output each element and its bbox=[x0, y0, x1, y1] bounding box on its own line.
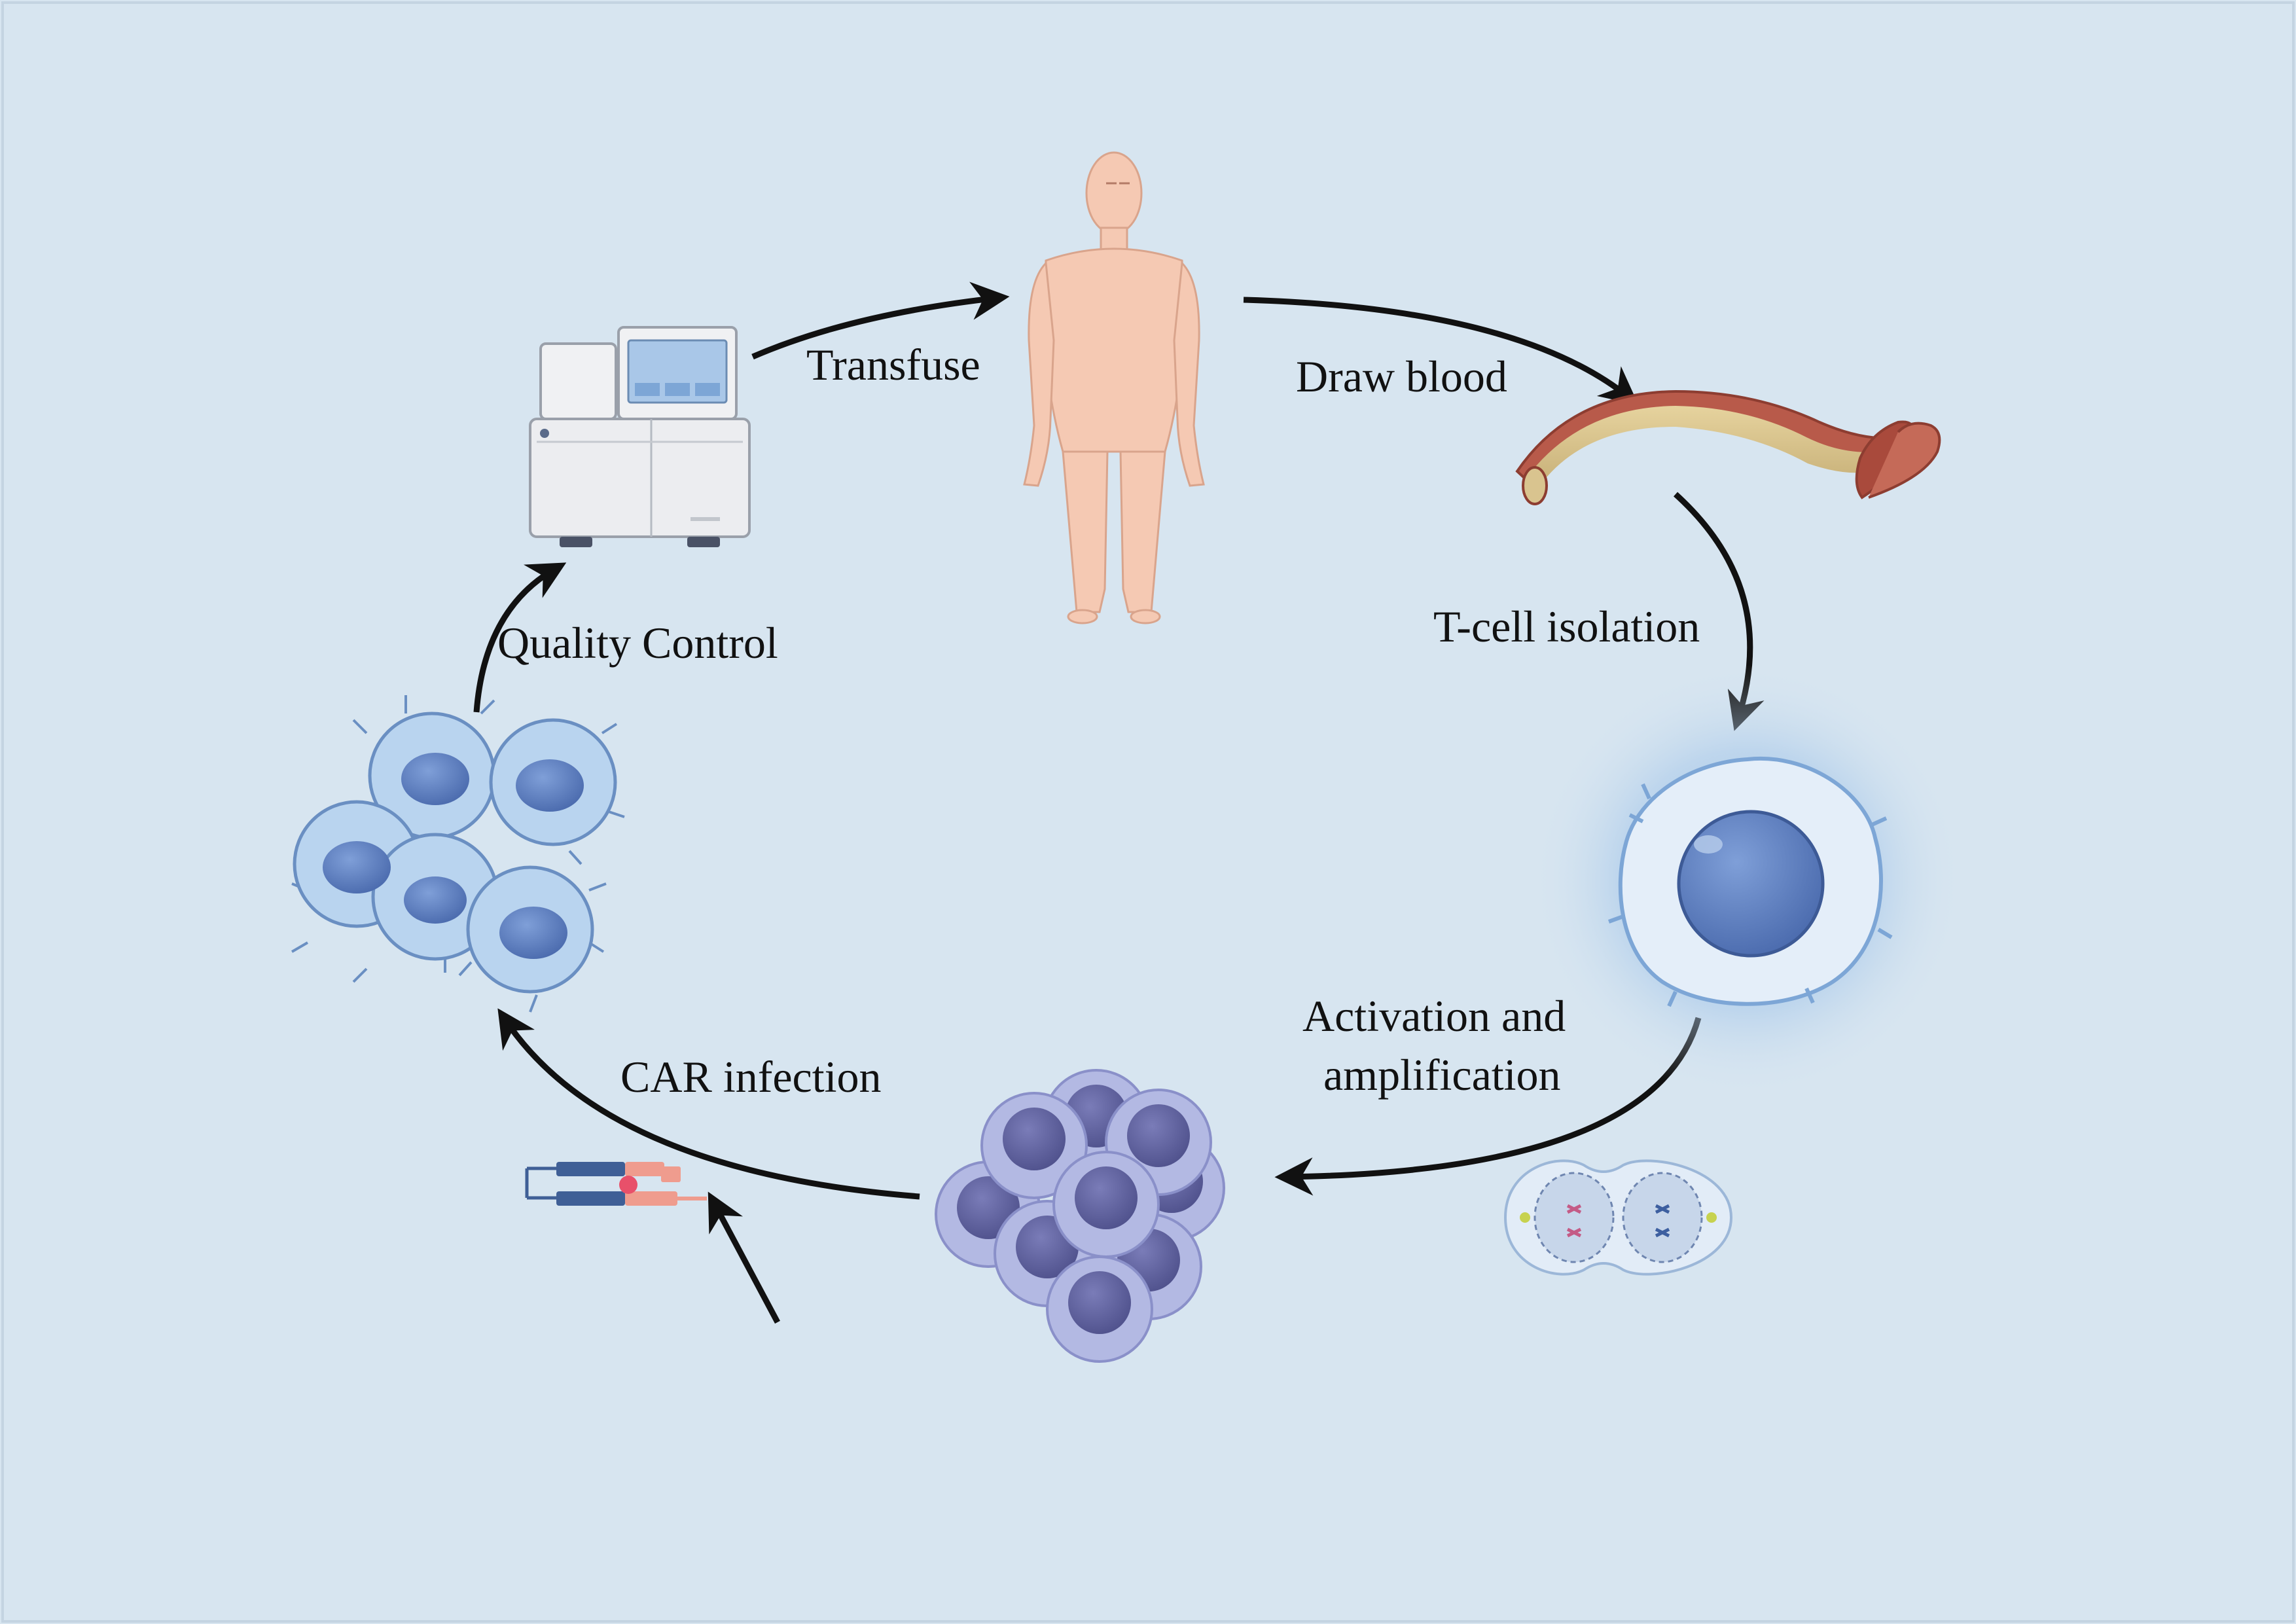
label-quality-control: Quality Control bbox=[497, 618, 778, 668]
label-draw-blood: Draw blood bbox=[1296, 352, 1507, 401]
label-t-cell-isolation: T-cell isolation bbox=[1433, 602, 1700, 651]
car-receptor-icon bbox=[525, 1162, 707, 1206]
arrow-car-insertion bbox=[708, 1191, 780, 1324]
analyzer-machine-icon bbox=[529, 326, 751, 547]
label-car-infection: CAR infection bbox=[620, 1052, 882, 1102]
arrow-transfuse bbox=[751, 281, 1010, 360]
car-t-cells-icon bbox=[291, 695, 625, 1013]
label-activation-line2: amplification bbox=[1323, 1050, 1561, 1100]
cell-cluster-icon bbox=[935, 1069, 1225, 1363]
arrow-quality-control bbox=[473, 562, 567, 713]
t-cell-icon bbox=[1532, 664, 1964, 1096]
human-body-icon bbox=[1023, 151, 1205, 624]
label-activation-line1: Activation and bbox=[1302, 991, 1566, 1041]
arrow-car-infection bbox=[497, 1008, 920, 1200]
label-transfuse: Transfuse bbox=[806, 340, 980, 389]
cell-division-icon bbox=[1503, 1159, 1733, 1276]
blood-vessel-icon bbox=[1515, 389, 1941, 505]
arrow-draw-blood bbox=[1243, 297, 1639, 406]
